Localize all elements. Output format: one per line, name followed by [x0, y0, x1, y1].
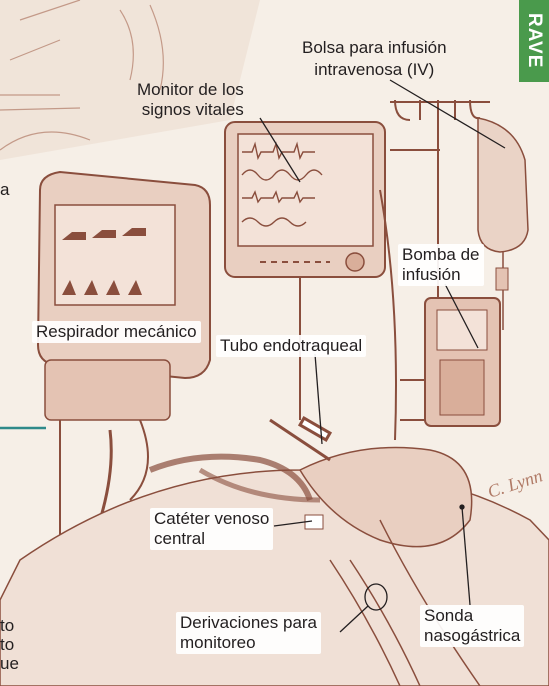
- margin-fragment-to-1: to: [0, 616, 15, 635]
- label-iv-bag-line2: intravenosa (IV): [314, 60, 435, 79]
- vitals-monitor: [224, 121, 386, 278]
- label-ng-tube: Sonda nasogástrica: [420, 605, 525, 647]
- label-infusion-pump: Bomba de infusión: [398, 244, 484, 286]
- margin-fragment-ue: ue: [0, 654, 19, 673]
- label-infusion-pump-line1: Bomba de: [402, 245, 480, 264]
- label-vitals-monitor-line2: signos vitales: [141, 100, 244, 119]
- section-tab-text: RAVE: [524, 13, 545, 69]
- label-central-catheter-line2: central: [154, 529, 206, 548]
- label-ventilator: Respirador mecánico: [32, 321, 201, 343]
- label-monitoring-leads: Derivaciones para monitoreo: [176, 612, 322, 654]
- label-iv-bag-line1: Bolsa para infusión: [302, 38, 447, 57]
- label-central-catheter-line1: Catéter venoso: [154, 509, 270, 528]
- window-sketch: [0, 0, 164, 151]
- label-central-catheter: Catéter venoso central: [150, 508, 274, 550]
- label-monitoring-leads-line2: monitoreo: [180, 633, 256, 652]
- section-tab: RAVE: [519, 0, 549, 82]
- label-ng-tube-line2: nasogástrica: [424, 626, 521, 645]
- label-vitals-monitor-line1: Monitor de los: [137, 80, 244, 99]
- label-infusion-pump-line2: infusión: [402, 265, 461, 284]
- endotracheal-tube-drawing: [269, 415, 333, 462]
- label-ng-tube-line1: Sonda: [424, 606, 474, 625]
- margin-fragment-a: a: [0, 180, 10, 199]
- label-iv-bag: Bolsa para infusión intravenosa (IV): [302, 38, 447, 80]
- leader-lines: [259, 79, 506, 633]
- patient-bed: [0, 446, 549, 686]
- label-vitals-monitor: Monitor de los signos vitales: [137, 80, 244, 120]
- label-monitoring-leads-line1: Derivaciones para: [180, 613, 318, 632]
- margin-fragment-to-2: to: [0, 635, 15, 654]
- iv-bag: [477, 117, 529, 330]
- label-endotracheal-tube: Tubo endotraqueal: [216, 335, 367, 357]
